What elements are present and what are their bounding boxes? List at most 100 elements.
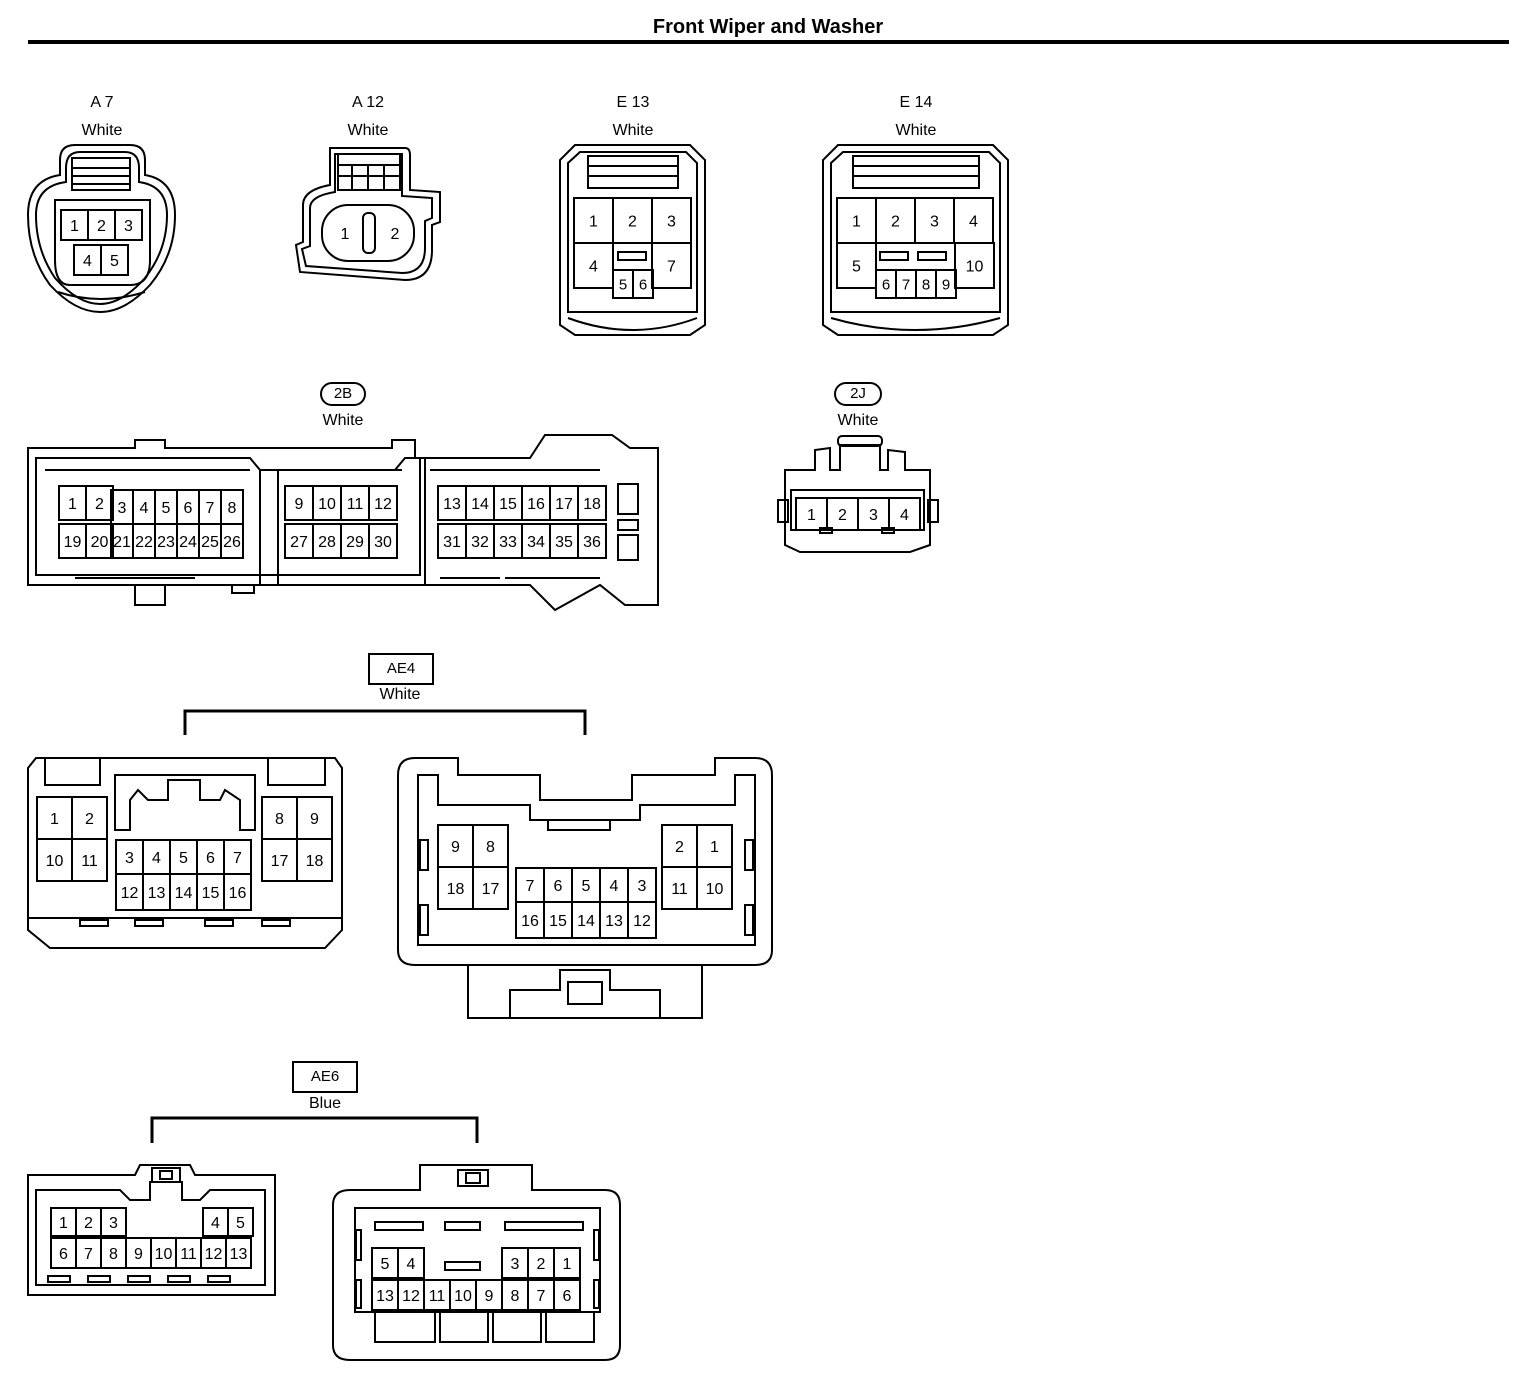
connector-color-ae4: White: [379, 686, 421, 703]
pin-ae6-3: 3: [511, 1256, 520, 1273]
pin-e13-7: 7: [667, 258, 676, 275]
pin-ae4-14: 14: [577, 913, 595, 930]
pin-2b-36: 36: [583, 534, 601, 551]
pin-2b-28: 28: [318, 534, 336, 551]
pin-ae6-2: 2: [84, 1215, 93, 1232]
pin-ae4-14: 14: [175, 885, 193, 902]
pin-e14-7: 7: [902, 276, 910, 293]
pin-2b-13: 13: [443, 496, 461, 513]
pin-box-e14-9: [935, 269, 957, 299]
pin-e14-2: 2: [891, 213, 900, 230]
pin-2j-2: 2: [838, 507, 847, 524]
pin-box-e13-6: [632, 269, 654, 299]
pin-ae4-18: 18: [306, 853, 324, 870]
pin-ae4-7: 7: [233, 850, 242, 867]
pin-e13-1: 1: [589, 213, 598, 230]
pin-box-2b-20: [85, 523, 114, 559]
pin-box-ae6-3: [100, 1207, 127, 1237]
pin-ae4-5: 5: [582, 878, 591, 895]
pin-2b-7: 7: [206, 500, 215, 517]
pin-e13-6: 6: [639, 276, 647, 293]
pin-ae4-12: 12: [121, 885, 139, 902]
pin-2b-20: 20: [91, 534, 109, 551]
title-rule: [28, 40, 1509, 44]
pin-2j-1: 1: [807, 507, 816, 524]
pin-box-2b-2: [85, 485, 114, 521]
pin-ae6-6: 6: [59, 1246, 68, 1263]
pin-ae4-6: 6: [206, 850, 215, 867]
pin-a12-1: 1: [341, 226, 350, 243]
connector-color-e14: White: [895, 122, 937, 139]
pin-ae4-3: 3: [125, 850, 134, 867]
connector-code-ae6: AE6: [292, 1061, 358, 1093]
connector-color-a12: White: [347, 122, 389, 139]
pin-a7-3: 3: [124, 218, 133, 235]
pin-box-2b-30: [368, 523, 398, 559]
pin-ae4-6: 6: [554, 878, 563, 895]
pin-box-e13-4: [573, 242, 614, 289]
pin-2b-15: 15: [499, 496, 517, 513]
pin-ae6-11: 11: [180, 1246, 197, 1263]
pin-ae6-8: 8: [511, 1288, 520, 1305]
pin-ae4-7: 7: [526, 878, 535, 895]
pin-a7-2: 2: [97, 218, 106, 235]
pin-2b-5: 5: [162, 500, 171, 517]
pin-box-ae4-12: [627, 901, 657, 939]
pin-ae4-17: 17: [271, 853, 289, 870]
pin-ae4-8: 8: [275, 811, 284, 828]
pin-ae4-10: 10: [46, 853, 64, 870]
pin-2b-4: 4: [140, 500, 149, 517]
pin-2b-33: 33: [499, 534, 517, 551]
connector-color-a7: White: [81, 122, 123, 139]
pin-e14-5: 5: [852, 258, 861, 275]
pin-box-ae6-6: [553, 1279, 581, 1311]
pin-2b-16: 16: [527, 496, 545, 513]
pin-ae4-11: 11: [671, 881, 688, 898]
pin-ae4-12: 12: [633, 913, 651, 930]
connector-code-2b: 2B: [320, 382, 366, 406]
pin-box-ae4-16: [223, 873, 252, 911]
pin-ae4-18: 18: [447, 881, 465, 898]
pin-2b-2: 2: [95, 496, 104, 513]
pin-2b-32: 32: [471, 534, 489, 551]
pin-ae6-1: 1: [563, 1256, 572, 1273]
pin-ae4-15: 15: [549, 913, 567, 930]
pin-ae6-13: 13: [230, 1246, 248, 1263]
pin-ae4-10: 10: [706, 881, 724, 898]
pin-e14-10: 10: [966, 258, 984, 275]
connector-2b: [27, 434, 659, 612]
pin-2b-30: 30: [374, 534, 392, 551]
pin-ae6-8: 8: [109, 1246, 118, 1263]
pin-ae4-9: 9: [451, 839, 460, 856]
connector-code-e13: E 13: [616, 94, 650, 111]
pin-ae6-9: 9: [134, 1246, 143, 1263]
pin-e14-1: 1: [852, 213, 861, 230]
connector-code-e14: E 14: [899, 94, 933, 111]
pin-ae4-8: 8: [486, 839, 495, 856]
pin-ae6-13: 13: [376, 1288, 394, 1305]
pin-2b-22: 22: [135, 534, 153, 551]
pin-ae4-16: 16: [521, 913, 539, 930]
connector-ae6-left: [27, 1164, 276, 1296]
pin-2b-35: 35: [555, 534, 573, 551]
connector-code-a12: A 12: [351, 94, 385, 111]
pin-ae6-5: 5: [381, 1256, 390, 1273]
pin-2j-3: 3: [869, 507, 878, 524]
pin-2b-24: 24: [179, 534, 197, 551]
pin-ae4-2: 2: [675, 839, 684, 856]
connector-a12: [294, 147, 441, 282]
pin-box-2b-26: [220, 523, 244, 559]
pin-2b-29: 29: [346, 534, 364, 551]
connector-ae4-right: [397, 757, 773, 1019]
pin-box-ae4-10: [696, 866, 733, 910]
pin-ae4-15: 15: [202, 885, 220, 902]
pin-ae6-5: 5: [236, 1215, 245, 1232]
pin-ae4-1: 1: [50, 811, 59, 828]
pin-ae4-3: 3: [638, 878, 647, 895]
pin-e14-9: 9: [942, 276, 950, 293]
pin-2b-18: 18: [583, 496, 601, 513]
pin-e14-4: 4: [969, 213, 978, 230]
pin-2b-10: 10: [318, 496, 336, 513]
pin-ae4-4: 4: [152, 850, 161, 867]
